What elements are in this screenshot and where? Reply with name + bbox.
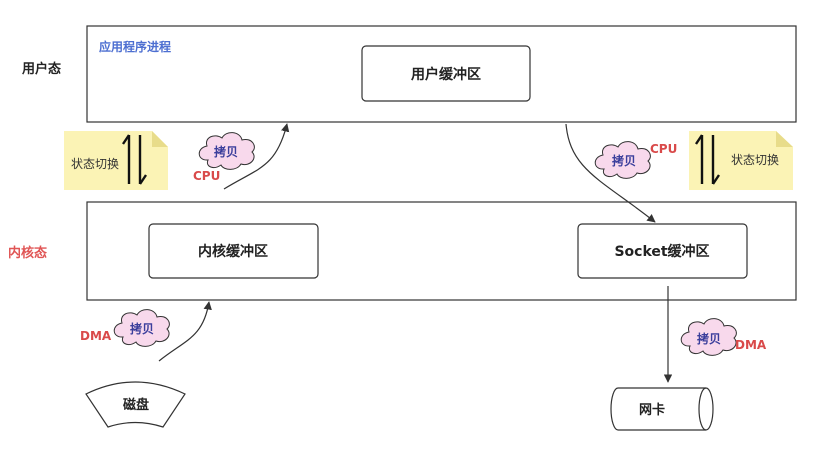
- disk-label: 磁盘: [123, 397, 149, 413]
- copy-cloud-dma-left: 拷贝: [113, 309, 170, 347]
- context-switch-left-label: 状态切换: [71, 157, 119, 171]
- dma-label-right: DMA: [735, 338, 767, 352]
- disk-shape: [85, 381, 186, 428]
- cloud-icon: [198, 132, 255, 170]
- socket-buffer-box: [577, 223, 748, 279]
- copy-label: 拷贝: [612, 153, 636, 168]
- copy-cloud-cpu-left: 拷贝: [198, 132, 255, 170]
- dma-label-left: DMA: [80, 329, 112, 343]
- kernel-buffer-box: [148, 223, 319, 279]
- socket-buffer-label: Socket缓冲区: [614, 243, 709, 260]
- copy-cloud-cpu-right: 拷贝: [594, 141, 651, 179]
- kernel-mode-label: 内核态: [8, 245, 47, 261]
- user-mode-label: 用户态: [21, 61, 61, 77]
- arrow-kernel-to-user: [223, 123, 290, 190]
- swap-arrows-icon-left: [122, 134, 147, 185]
- nic-shape: [610, 387, 714, 431]
- cloud-icon: [594, 141, 651, 179]
- cpu-label-right: CPU: [650, 142, 677, 156]
- context-switch-right-label: 状态切换: [731, 153, 779, 167]
- copy-label: 拷贝: [697, 331, 721, 346]
- arrow-user-to-socket: [565, 123, 656, 223]
- cloud-icon: [113, 309, 170, 347]
- context-switch-note-left: 状态切换: [64, 131, 168, 190]
- copy-label: 拷贝: [130, 321, 154, 336]
- copy-cloud-dma-right: 拷贝: [680, 318, 737, 356]
- cloud-icon: [680, 318, 737, 356]
- kernel-buffer-label: 内核缓冲区: [198, 243, 268, 260]
- context-switch-note-right: 状态切换: [689, 131, 793, 190]
- user-buffer-label: 用户缓冲区: [411, 66, 481, 83]
- copy-label: 拷贝: [214, 144, 238, 159]
- arrow-disk-to-kernel: [158, 301, 212, 362]
- app-process-label: 应用程序进程: [99, 39, 171, 54]
- swap-arrows-icon-right: [695, 134, 720, 185]
- nic-label: 网卡: [639, 402, 665, 418]
- user-buffer-box: [361, 45, 531, 102]
- cpu-label-left: CPU: [193, 169, 220, 183]
